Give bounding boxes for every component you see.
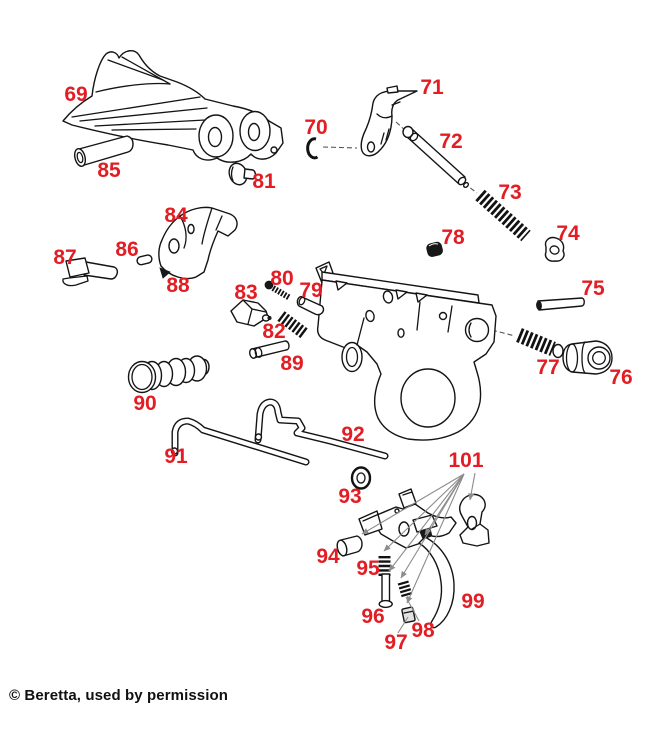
part-label-84: 84	[164, 204, 188, 227]
part-79-drawing	[296, 295, 325, 316]
part-71-drawing	[360, 85, 418, 157]
part-label-89: 89	[280, 352, 303, 375]
part-74-drawing	[544, 236, 565, 262]
part-label-72: 72	[439, 130, 462, 153]
part-label-95: 95	[356, 557, 380, 580]
part-82-drawing	[277, 311, 309, 339]
part-label-70: 70	[304, 116, 327, 139]
part-72-drawing	[402, 125, 470, 189]
part-label-88: 88	[166, 274, 190, 297]
part-label-77: 77	[536, 356, 559, 379]
part-77-drawing	[516, 328, 564, 359]
part-101-bracket-drawing	[458, 493, 490, 547]
part-label-98: 98	[411, 619, 435, 642]
part-label-82: 82	[262, 320, 285, 343]
part-75-drawing	[536, 297, 585, 311]
part-label-74: 74	[556, 222, 580, 245]
part-86-drawing	[136, 254, 153, 266]
part-label-94: 94	[316, 545, 340, 568]
part-98-drawing	[397, 580, 413, 598]
part-83-drawing	[230, 299, 272, 327]
part-89-drawing	[249, 340, 290, 359]
part-label-101: 101	[448, 449, 483, 472]
copyright-text: © Beretta, used by permission	[9, 687, 229, 704]
part-label-83: 83	[234, 281, 257, 304]
part-label-80: 80	[270, 267, 293, 290]
part-label-96: 96	[361, 605, 384, 628]
part-label-75: 75	[581, 277, 605, 300]
part-91-drawing	[170, 417, 310, 466]
part-label-78: 78	[441, 226, 465, 249]
part-90-drawing	[127, 355, 210, 394]
part-label-93: 93	[338, 485, 361, 508]
part-label-99: 99	[461, 590, 484, 613]
part-label-91: 91	[164, 445, 188, 468]
part-label-76: 76	[609, 366, 632, 389]
part-label-73: 73	[498, 181, 521, 204]
part-trigger-guard-housing-drawing	[315, 261, 497, 441]
part-85-drawing	[73, 135, 134, 168]
part-label-97: 97	[384, 631, 407, 654]
part-76-drawing	[562, 340, 613, 375]
part-label-71: 71	[420, 76, 444, 99]
part-label-85: 85	[97, 159, 121, 182]
callout-lines	[361, 472, 476, 634]
part-70-drawing	[306, 137, 319, 160]
part-97-drawing	[401, 606, 416, 624]
line-art	[62, 50, 613, 634]
part-80-drawing	[264, 280, 292, 301]
part-84-88-drawing	[158, 206, 238, 280]
part-92-drawing	[254, 398, 389, 460]
part-87-drawing	[62, 257, 119, 287]
part-label-86: 86	[115, 238, 138, 261]
part-label-90: 90	[133, 392, 156, 415]
part-101-trigger-plate-drawing	[358, 488, 457, 549]
part-69-drawing	[62, 50, 284, 163]
part-label-92: 92	[341, 423, 364, 446]
part-96-drawing	[378, 573, 393, 609]
part-94-drawing	[336, 535, 363, 557]
part-93-drawing	[350, 466, 372, 490]
part-label-81: 81	[252, 170, 276, 193]
part-label-69: 69	[64, 83, 87, 106]
part-99-drawing	[418, 536, 455, 629]
part-78-drawing	[426, 241, 443, 257]
part-73-drawing	[475, 189, 531, 242]
part-label-79: 79	[299, 279, 322, 302]
part-label-87: 87	[53, 246, 76, 269]
part-81-drawing	[228, 162, 257, 186]
